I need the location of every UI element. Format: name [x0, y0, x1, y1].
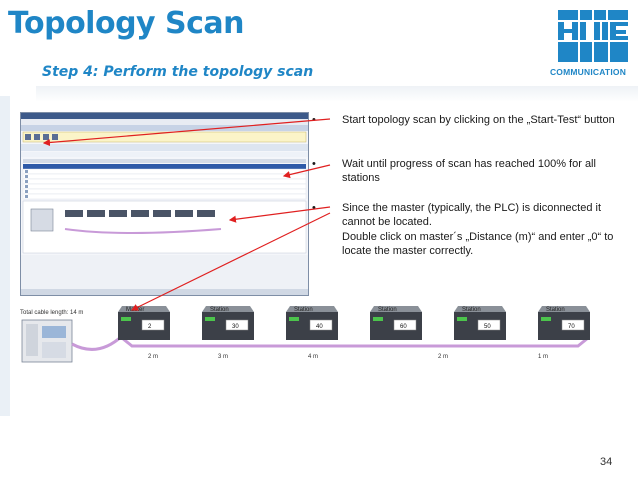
blue-communication-logo [558, 10, 628, 62]
device-chain: Master2Station30Station40Station60Statio… [118, 306, 590, 340]
bullet-marker: • [312, 158, 316, 170]
app-window [21, 113, 308, 295]
topology-device: Station 50 [454, 306, 506, 340]
segment-length: 3 m [218, 354, 228, 360]
device-top [454, 306, 506, 312]
device-distance: 60 [400, 324, 407, 330]
device-name: Station [546, 307, 565, 313]
device-distance: 70 [568, 324, 575, 330]
device-distance: 2 [148, 324, 152, 330]
topology-device: Station 70 [538, 306, 590, 340]
arrow-start-test [42, 118, 331, 147]
bullet-text: Wait until progress of scan has reached … [342, 158, 596, 184]
status-led [457, 317, 467, 321]
bullet-text: Double click on master´s „Distance (m)“ … [342, 231, 614, 257]
segment-length: 2 m [148, 354, 158, 360]
topology-device: Station 40 [286, 306, 338, 340]
device-top [370, 306, 422, 312]
topology-device: Station 30 [202, 306, 254, 340]
topology-diagram: Total cable length: 14 m Master2Station3… [18, 296, 618, 388]
segment-length: 1 m [538, 354, 548, 360]
distance-box[interactable] [393, 319, 417, 331]
embedded-app-screenshot [20, 112, 309, 296]
distance-box[interactable] [309, 319, 333, 331]
bullet-text: Since the master (typically, the PLC) is… [342, 202, 602, 228]
arrow-master [130, 212, 331, 311]
status-led [373, 317, 383, 321]
distance-box[interactable] [225, 319, 249, 331]
status-led [289, 317, 299, 321]
distance-box[interactable] [141, 319, 165, 331]
status-led [121, 317, 131, 321]
device-name: Station [462, 307, 481, 313]
total-cable-label: Total cable length: 14 m [20, 310, 83, 316]
bullet-marker: • [312, 202, 316, 214]
distance-box[interactable] [561, 319, 585, 331]
arrow-progress [282, 164, 331, 179]
device-name: Station [378, 307, 397, 313]
device-distance: 40 [316, 324, 323, 330]
device-top [202, 306, 254, 312]
left-accent-bar [0, 96, 10, 416]
logo-caption: COMMUNICATION [549, 67, 627, 77]
slide-title: Topology Scan [8, 6, 245, 41]
device-name: Station [210, 307, 229, 313]
plc-device [21, 319, 73, 363]
status-led [205, 317, 215, 321]
device-distance: 50 [484, 324, 491, 330]
device-top [538, 306, 590, 312]
device-top [286, 306, 338, 312]
topology-device: Station 60 [370, 306, 422, 340]
header-band [36, 86, 638, 102]
arrow-topology [228, 206, 331, 223]
segment-length: 4 m [308, 354, 318, 360]
device-name: Station [294, 307, 313, 313]
segment-length: 2 m [438, 354, 448, 360]
distance-box[interactable] [477, 319, 501, 331]
status-led [541, 317, 551, 321]
slide-subtitle: Step 4: Perform the topology scan [42, 64, 314, 80]
page-number: 34 [600, 456, 613, 468]
device-distance: 30 [232, 324, 239, 330]
bullet-text: Start topology scan by clicking on the „… [342, 114, 615, 126]
cable-segments: 2 m 3 m 4 m 2 m 1 m [148, 354, 548, 360]
